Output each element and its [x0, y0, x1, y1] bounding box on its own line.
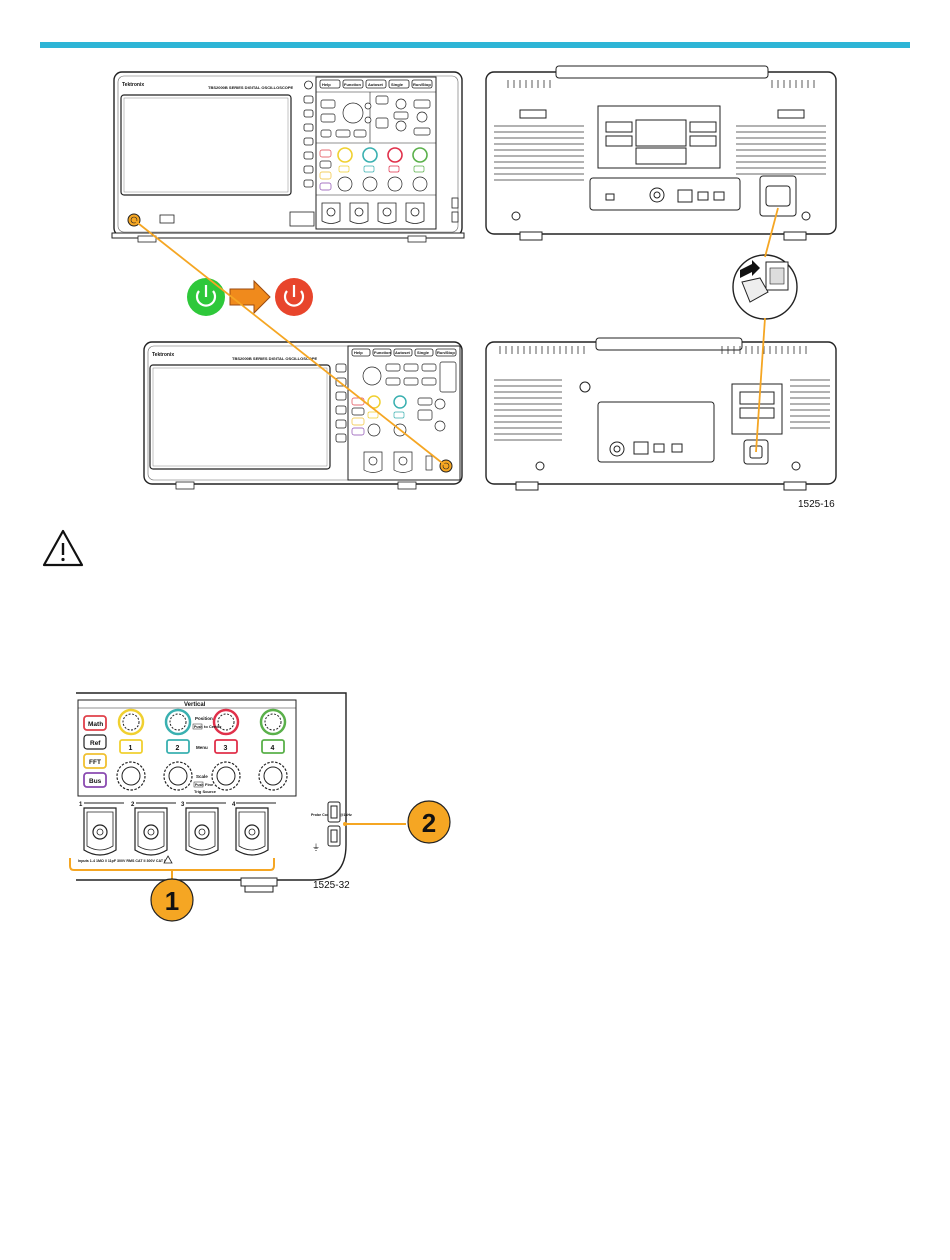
- function-button-top[interactable]: Function: [344, 82, 361, 87]
- arrow-icon: [229, 279, 271, 315]
- model-label-bottom: TBS2000B SERIES DIGITAL OSCILLOSCOPE: [232, 356, 318, 361]
- power-on-icon: [187, 278, 225, 316]
- figure-caption-1: 1525-16: [798, 499, 835, 510]
- warning-triangle-icon: [42, 529, 84, 567]
- callout-2: 2: [407, 800, 451, 844]
- rear-bottom-vents: [494, 346, 830, 441]
- power-off-icon: [275, 278, 313, 316]
- svg-text:1: 1: [165, 886, 179, 916]
- help-button-bottom[interactable]: Help: [354, 350, 363, 355]
- header-bar: [40, 42, 910, 48]
- power-connection-figure: Tektronix TBS2000B SERIES DIGITAL OSCILL…: [111, 65, 837, 491]
- connector-lines: [133, 207, 779, 467]
- brand-label-bottom: Tektronix: [152, 352, 174, 358]
- help-button-top[interactable]: Help: [322, 82, 331, 87]
- brand-label: Tektronix: [122, 82, 144, 88]
- rear-top-vents: [494, 80, 826, 181]
- svg-text:2: 2: [422, 808, 436, 838]
- oscilloscope-rear-top: [485, 65, 837, 241]
- single-button-top[interactable]: Single: [391, 82, 404, 87]
- power-plug-icon: [732, 254, 798, 320]
- function-button-bottom[interactable]: Function: [374, 350, 391, 355]
- oscilloscope-front-top: Tektronix TBS2000B SERIES DIGITAL OSCILL…: [111, 71, 465, 243]
- oscilloscope-rear-bottom: [485, 337, 837, 491]
- callout-1: 1: [150, 878, 194, 922]
- single-button-bottom[interactable]: Single: [417, 350, 430, 355]
- model-label: TBS2000B SERIES DIGITAL OSCILLOSCOPE: [208, 85, 294, 90]
- runstop-button-top[interactable]: Run/Stop: [413, 82, 431, 87]
- autoset-button-top[interactable]: Autoset: [368, 82, 384, 87]
- figure-caption-2: 1525-32: [313, 880, 350, 891]
- autoset-button-bottom[interactable]: Autoset: [395, 350, 411, 355]
- runstop-button-bottom[interactable]: Run/Stop: [437, 350, 455, 355]
